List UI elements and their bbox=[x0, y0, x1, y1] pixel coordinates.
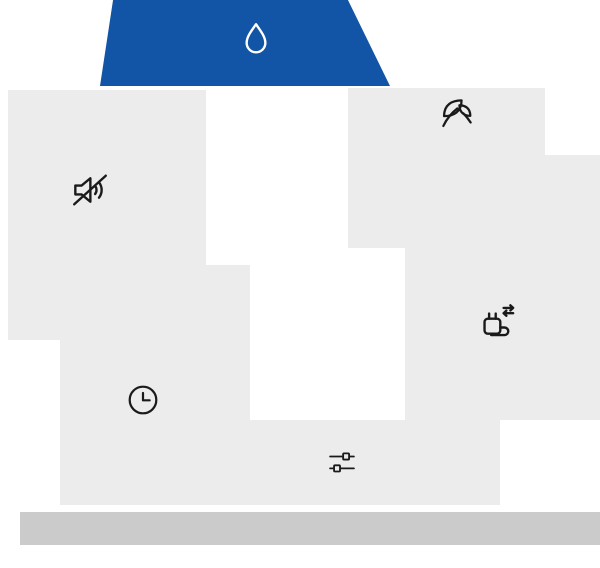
tile-settings[interactable] bbox=[205, 420, 500, 505]
speaker-muted-icon bbox=[68, 168, 112, 212]
eco-leaves-icon bbox=[436, 92, 478, 134]
tile-power[interactable] bbox=[405, 155, 600, 420]
header-banner[interactable] bbox=[100, 0, 390, 86]
plug-swap-icon bbox=[475, 300, 519, 344]
bottom-bar bbox=[20, 512, 600, 545]
water-drop-icon bbox=[234, 17, 278, 63]
sliders-icon bbox=[325, 446, 359, 480]
clock-icon bbox=[124, 381, 162, 419]
